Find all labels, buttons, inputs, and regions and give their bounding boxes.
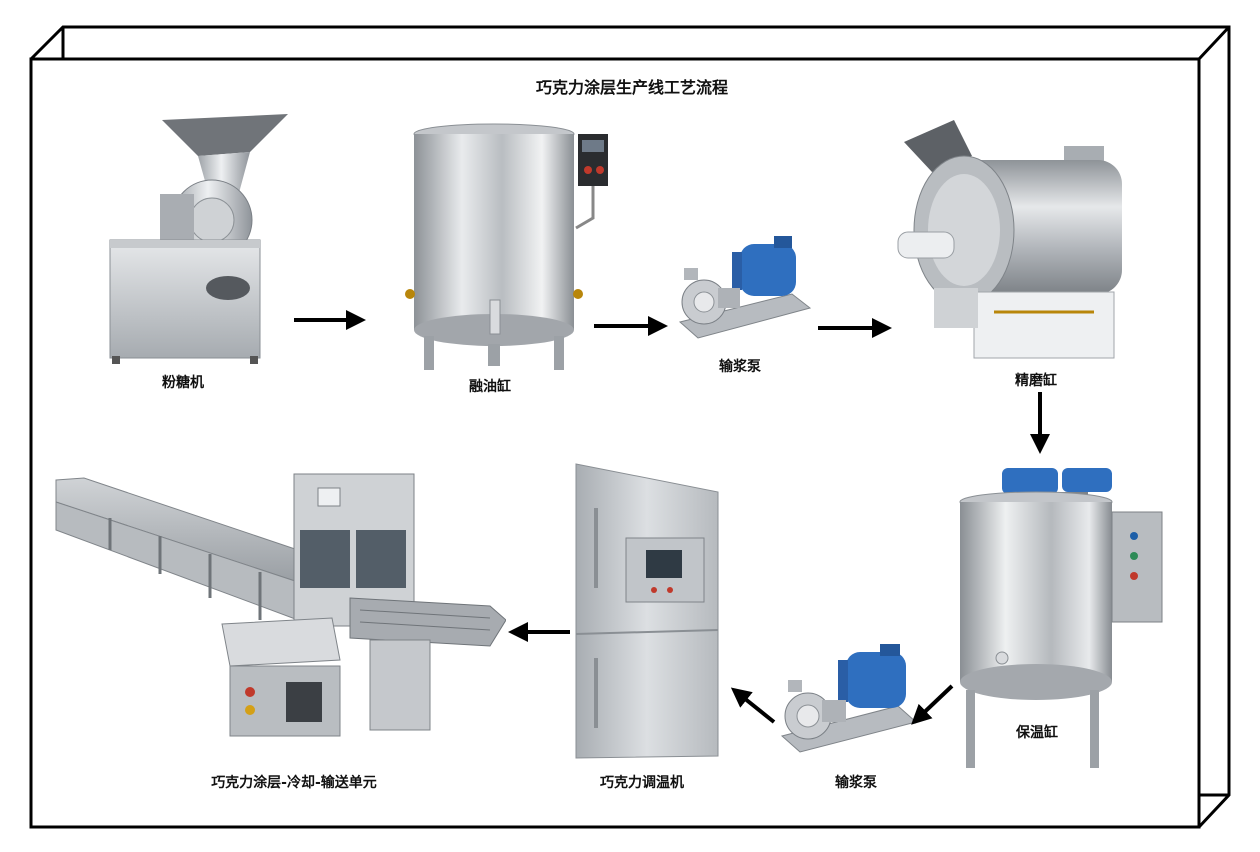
coating-unit-image (50, 470, 506, 750)
pump-2-image (776, 642, 922, 760)
label-pump-2: 输浆泵 (835, 775, 877, 791)
page-title: 巧克力涂层生产线工艺流程 (535, 78, 729, 97)
label-sugar-mill: 粉糖机 (162, 375, 204, 391)
label-tempering-machine: 巧克力调温机 (600, 775, 684, 791)
sugar-mill-image (100, 112, 300, 372)
label-melting-tank: 融油缸 (469, 379, 511, 395)
label-conche: 精磨缸 (1015, 373, 1057, 389)
holding-tank-image (950, 462, 1170, 772)
conche-image (894, 120, 1136, 364)
pump-1-image (674, 232, 814, 344)
label-coating-unit: 巧克力涂层-冷却-输送单元 (211, 775, 377, 791)
melting-tank-image (398, 118, 614, 374)
label-holding-tank: 保温缸 (1016, 725, 1058, 741)
tempering-machine-image (570, 458, 724, 764)
label-pump-1: 输浆泵 (719, 359, 761, 375)
